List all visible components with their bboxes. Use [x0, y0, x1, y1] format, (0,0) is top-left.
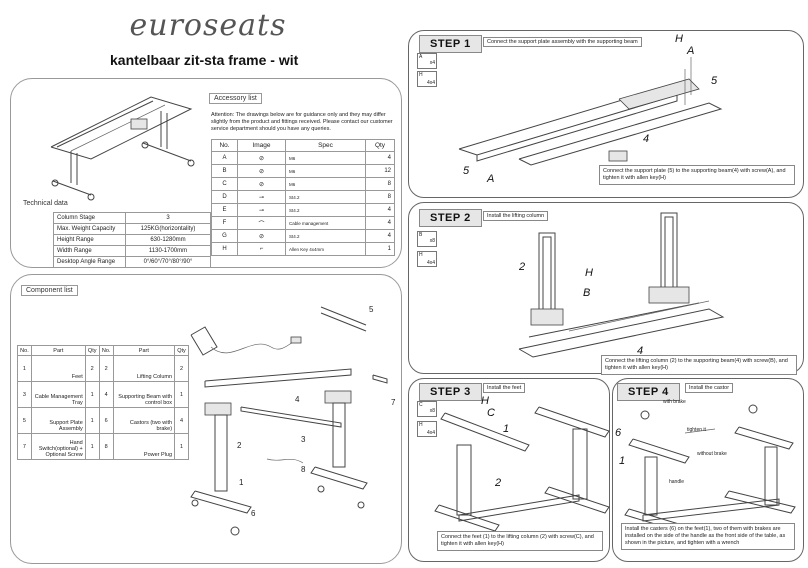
callout-2: 2 [519, 261, 526, 273]
screw-icon: ⊘ [237, 164, 286, 178]
callout-4: 4 [637, 345, 644, 357]
step-4-instruction: Install the casters (6) on the feet(1), … [621, 523, 795, 550]
callout-1: 1 [503, 423, 510, 435]
screw-icon: ⊸ [237, 190, 286, 204]
allen-key-icon: ⌐ [237, 242, 286, 256]
table-header: No. Part Qty No. Part Qty [17, 345, 189, 356]
component-panel: Component list No. Part Qty No. Part Qty… [10, 274, 402, 564]
callout-6: 6 [251, 509, 256, 518]
callout-4: 4 [295, 395, 300, 404]
callout-4: 4 [643, 133, 650, 145]
accessory-list-title: Accessory list [209, 93, 262, 104]
brand-logo: euroseats [129, 8, 287, 43]
step-3-instruction: Connect the feet (1) to the lifting colu… [437, 531, 603, 551]
callout-3: 3 [301, 435, 306, 444]
callout-2: 2 [237, 441, 242, 450]
callout-5: 5 [369, 305, 374, 314]
callout-h: H [481, 395, 489, 407]
step-3-illustration [434, 406, 610, 532]
technical-data-title: Technical data [19, 199, 72, 208]
clip-icon: ⌒ [237, 216, 286, 230]
frame-illustration [50, 96, 195, 201]
step-2-subtitle: Install the lifting column [483, 211, 549, 221]
table-header: No. Image Spec Qty [211, 139, 395, 152]
screw-icon: ⊘ [237, 151, 286, 165]
step-2-label: STEP 2 [419, 209, 482, 227]
step-2-illustration [518, 212, 725, 358]
step-4-label: STEP 4 [617, 383, 680, 401]
step-1-illustration [458, 57, 723, 166]
exploded-parts-illustration [190, 306, 388, 536]
step-1-subtitle: Connect the support plate assembly with … [483, 37, 642, 47]
callout-8: 8 [301, 465, 306, 474]
callout-6: 6 [615, 427, 622, 439]
callout-1: 1 [619, 455, 626, 467]
step-1-label: STEP 1 [419, 35, 482, 53]
step-1-instruction: Connect the support plate (5) to the sup… [599, 165, 795, 185]
with-brake-label: with brake [663, 399, 686, 405]
screw-icon: ⊸ [237, 203, 286, 217]
callout-1: 1 [239, 478, 244, 487]
callout-c: C [487, 407, 495, 419]
tighten-it-label: tighten it [687, 427, 706, 433]
callout-h: H [675, 33, 683, 45]
callout-5: 5 [711, 75, 718, 87]
callout-a: A [687, 45, 695, 57]
step-4-box: STEP 4 Install the castor with brake tig… [612, 378, 804, 562]
step-3-label: STEP 3 [419, 383, 482, 401]
page-subtitle: kantelbaar zit-sta frame - wit [110, 52, 299, 68]
without-brake-label: without brake [697, 451, 727, 457]
callout-h: H [585, 267, 593, 279]
callout-7: 7 [391, 398, 396, 407]
callout-5: 5 [463, 165, 470, 177]
step-4-illustration [624, 404, 796, 534]
callout-b: B [583, 287, 591, 299]
accessory-note: Attention: The drawings below are for gu… [211, 112, 393, 132]
handle-label: handle [669, 479, 685, 485]
callout-a: A [487, 173, 495, 185]
step-2-instruction: Connect the lifting column (2) to the su… [601, 355, 797, 375]
step-3-subtitle: Install the feet [483, 383, 526, 393]
step-4-subtitle: Install the castor [685, 383, 734, 393]
screw-icon: ⊘ [237, 229, 286, 243]
component-list-title: Component list [21, 285, 78, 296]
screw-icon: ⊘ [237, 177, 286, 191]
step-1-box: STEP 1 Connect the support plate assembl… [408, 30, 804, 198]
callout-2: 2 [495, 477, 502, 489]
